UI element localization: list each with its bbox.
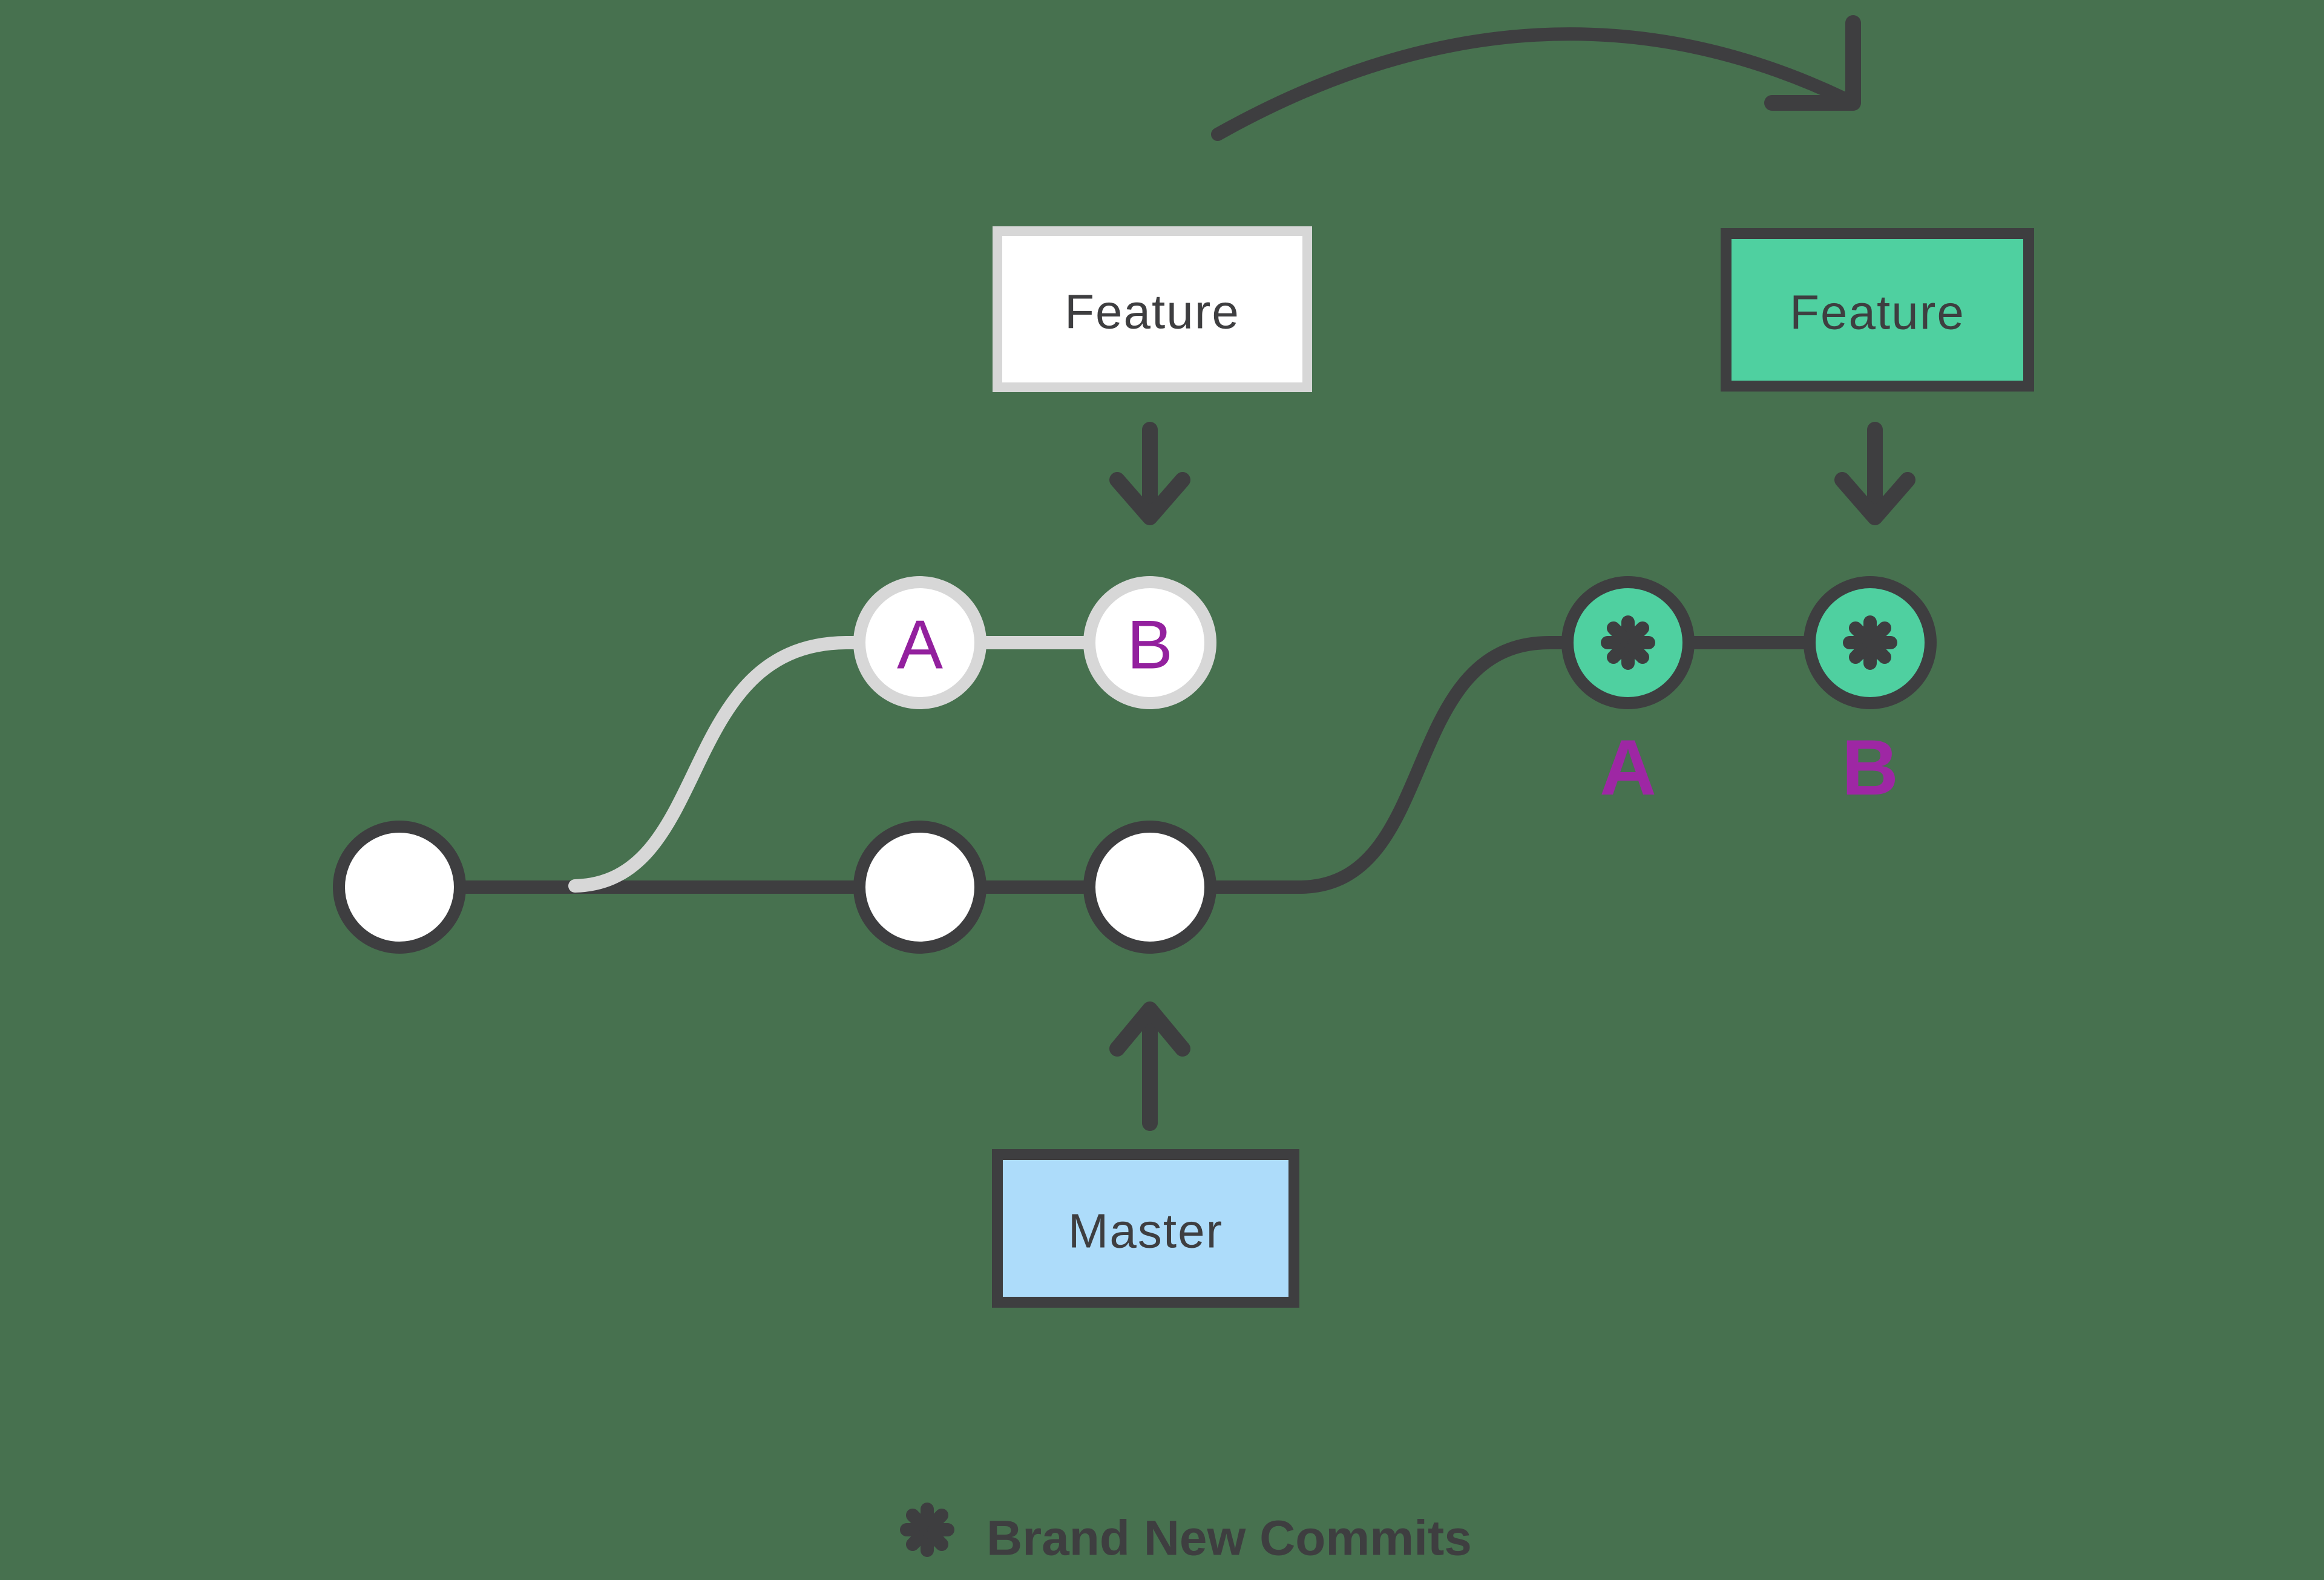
- before-feature-down-arrow-icon: [1109, 472, 1190, 525]
- before-feature-box-label: Feature: [1065, 285, 1240, 339]
- master-commit-1: [333, 821, 466, 954]
- old-commit-b-label: B: [1127, 607, 1173, 684]
- new-commit-b-label: B: [1842, 723, 1899, 811]
- master-box-label: Master: [1068, 1204, 1224, 1258]
- rebase-arc-arrowhead-icon: [1764, 15, 1861, 111]
- legend-label: Brand New Commits: [986, 1511, 1472, 1566]
- after-feature-down-arrow-icon: [1834, 472, 1915, 525]
- rebased-branch-line: [1143, 636, 1877, 894]
- rebase-arc-arrow: [1211, 27, 1857, 141]
- new-commit-a-flower-icon: [1607, 622, 1649, 663]
- after-feature-box-label: Feature: [1790, 286, 1965, 339]
- old-commit-a-circle: [853, 576, 986, 709]
- master-commit-2: [853, 821, 986, 954]
- new-commit-b-flower-icon: [1850, 622, 1891, 663]
- after-feature-box: [1721, 228, 2034, 392]
- legend-flower-asterisk-icon: [907, 1509, 948, 1550]
- new-commit-a-label: A: [1600, 723, 1656, 811]
- master-box: [992, 1149, 1299, 1308]
- before-feature-box: [993, 226, 1312, 392]
- master-commit-3: [1083, 821, 1216, 954]
- old-commit-b-circle: [1083, 576, 1216, 709]
- old-feature-branch-curve: [568, 636, 854, 893]
- old-commit-a-label: A: [897, 607, 943, 684]
- master-up-arrow-icon: [1109, 1001, 1190, 1057]
